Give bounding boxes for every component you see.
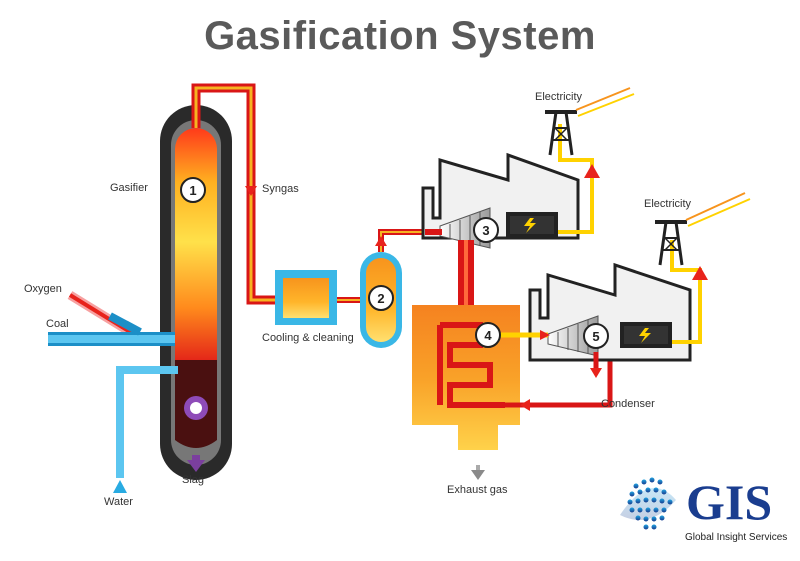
- slag-arrow-icon: [187, 460, 205, 472]
- electricity-label-1: Electricity: [535, 91, 583, 103]
- slag-outlet: [187, 455, 205, 472]
- page-title: Gasification System: [204, 14, 596, 58]
- step-5-number: 5: [592, 329, 599, 344]
- syngas-label: Syngas: [262, 183, 299, 195]
- oxygen-label: Oxygen: [24, 283, 62, 295]
- condenser-return-arrow-icon: [520, 399, 530, 411]
- condenser-label: Condenser: [601, 398, 655, 410]
- electricity-label-2: Electricity: [644, 198, 692, 210]
- oxygen-inlet-pipe: [67, 291, 138, 339]
- water-arrow-icon: [113, 480, 127, 493]
- exhaust-arrow-icon: [471, 470, 485, 480]
- slag-label: Slag: [182, 474, 205, 486]
- gas-turbine-building: [421, 152, 580, 249]
- cooling-cleaning-unit: [275, 270, 365, 325]
- syngas-pipe: [191, 83, 280, 305]
- step-4-number: 4: [484, 328, 492, 343]
- electricity-line-1: [558, 124, 600, 234]
- step-2-number: 2: [377, 291, 384, 306]
- power-tower-1-icon: [545, 87, 635, 156]
- water-label: Water: [104, 496, 133, 508]
- electricity-arrow-icon-2: [692, 266, 708, 280]
- condenser-arrow-icon: [590, 368, 602, 378]
- steam-arrow-icon: [540, 330, 550, 340]
- gis-tagline: Global Insight Services: [685, 532, 788, 543]
- step-marker-4: 4: [475, 322, 501, 348]
- lightning-icon: [524, 218, 536, 233]
- electricity-arrow-icon: [584, 164, 600, 178]
- step-marker-1: 1: [180, 177, 206, 203]
- step-marker-5: 5: [583, 323, 609, 349]
- power-tower-2-icon: [655, 192, 751, 266]
- step-marker-3: 3: [473, 217, 499, 243]
- electricity-line-2: [670, 240, 708, 344]
- lightning-icon-2: [639, 328, 651, 343]
- steam-turbine-building: [528, 262, 692, 362]
- coal-inlet-pipe: [48, 312, 175, 346]
- cooling-cleaning-label: Cooling & cleaning: [262, 332, 354, 344]
- syngas-arrow-icon: [245, 186, 257, 196]
- step-3-number: 3: [482, 223, 489, 238]
- gis-logo-globe-icon: [620, 477, 676, 530]
- gasifier-label: Gasifier: [110, 182, 148, 194]
- water-inlet-pipe: [113, 366, 178, 493]
- coal-label: Coal: [46, 318, 69, 330]
- exhaust-gas-label: Exhaust gas: [447, 484, 508, 496]
- vessel-arrow-icon: [375, 236, 387, 246]
- step-1-number: 1: [189, 183, 196, 198]
- gasifier-vessel: [160, 105, 232, 480]
- gis-logo-text: GIS: [686, 474, 773, 530]
- step-marker-2: 2: [368, 285, 394, 311]
